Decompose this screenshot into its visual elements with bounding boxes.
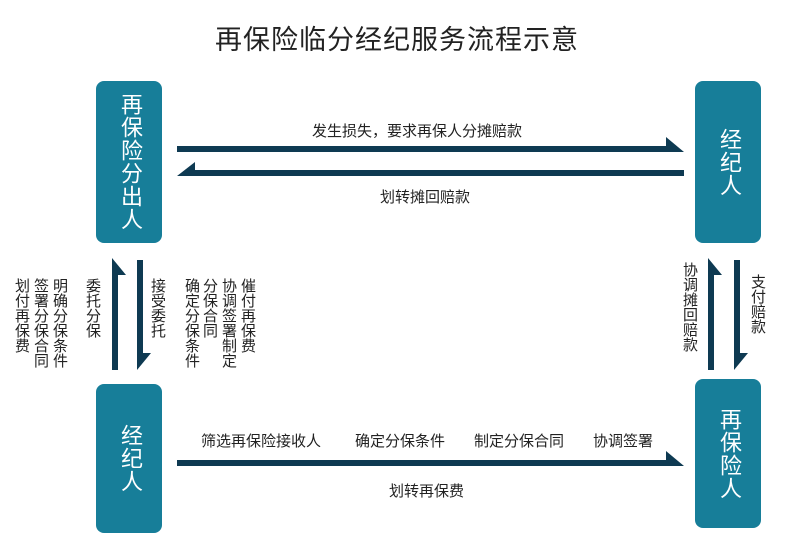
node-broker-bottom: 经纪人 bbox=[96, 384, 162, 533]
label-draft-contract: 制定分保合同 bbox=[474, 432, 565, 450]
arrow-down-right bbox=[734, 260, 748, 370]
label-coordinate-recovery: 协调摊回赔款 bbox=[681, 262, 699, 352]
arrow-left-top bbox=[177, 162, 684, 176]
arrow-up-left bbox=[112, 258, 126, 370]
node-label: 再保险人 bbox=[716, 407, 741, 500]
arrow-right-bottom bbox=[177, 451, 684, 466]
label-loss-claim: 发生损失，要求再保人分摊赔款 bbox=[312, 122, 523, 140]
node-broker-top: 经纪人 bbox=[695, 81, 761, 243]
label-specify-terms: 明确分保条件 bbox=[51, 278, 69, 368]
node-label: 经纪人 bbox=[716, 127, 741, 197]
node-cedent: 再保险分出人 bbox=[96, 81, 162, 243]
label-sign-contract: 签署分保合同 bbox=[32, 278, 50, 368]
label-pay-premium: 划付再保费 bbox=[13, 278, 31, 353]
label-select-reinsurer: 筛选再保险接收人 bbox=[201, 432, 322, 450]
label-entrust: 委托分保 bbox=[84, 278, 102, 338]
label-accept-entrust: 接受委托 bbox=[149, 278, 167, 338]
arrow-down-left bbox=[137, 260, 151, 370]
node-label: 再保险分出人 bbox=[117, 93, 142, 231]
label-coordinate-draft: 协调签署制定 bbox=[220, 278, 238, 368]
arrow-up-right bbox=[708, 258, 722, 370]
label-transfer-premium: 划转再保费 bbox=[389, 482, 465, 500]
label-confirm-terms: 确定分保条件 bbox=[355, 432, 446, 450]
node-label: 经纪人 bbox=[117, 424, 142, 493]
arrow-right-top bbox=[177, 137, 684, 152]
label-transfer-recovery: 划转摊回赔款 bbox=[380, 188, 471, 206]
label-pay-claim: 支付赔款 bbox=[749, 274, 767, 334]
label-confirm-terms-v: 确定分保条件 bbox=[183, 278, 201, 368]
label-contract-v: 分保合同 bbox=[201, 278, 219, 338]
label-urge-premium: 催付再保费 bbox=[239, 278, 257, 353]
page-title: 再保险临分经纪服务流程示意 bbox=[215, 25, 579, 56]
label-coordinate-signing: 协调签署 bbox=[593, 432, 654, 450]
node-reinsurer: 再保险人 bbox=[695, 379, 761, 528]
